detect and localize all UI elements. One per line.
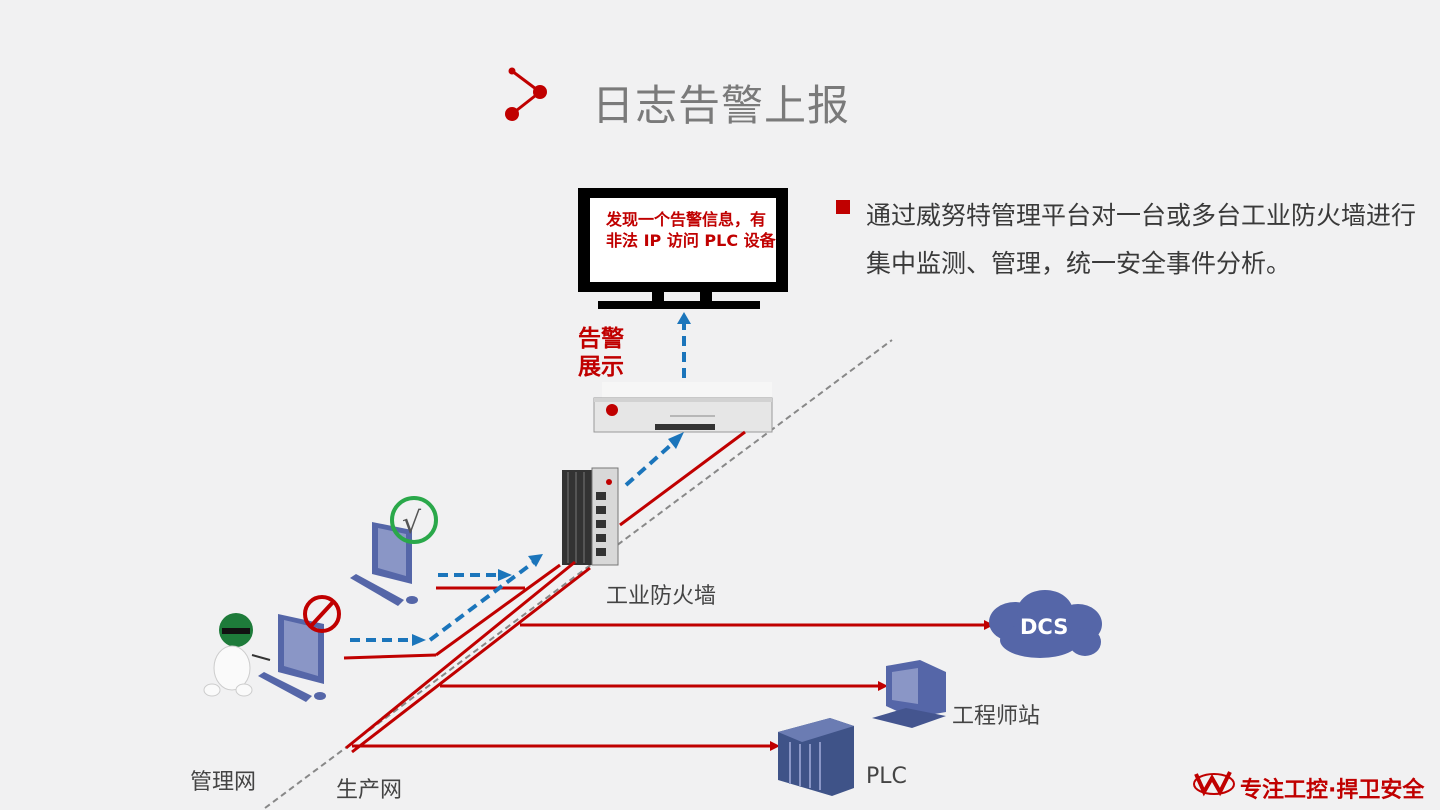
monitor-icon (578, 188, 788, 309)
plc-label: PLC (866, 764, 907, 789)
logo-icon (1193, 771, 1235, 797)
title-icon-wrap (500, 62, 560, 124)
bullet-marker (836, 200, 850, 214)
firewall-to-platform-arrow (624, 442, 674, 487)
attacker-link-1 (343, 653, 437, 660)
forbidden-icon (303, 595, 341, 633)
dcs-label: DCS (1020, 615, 1069, 639)
logo-text: 专注工控·捍卫安全 (1240, 778, 1425, 803)
production-net-label: 生产网 (336, 778, 403, 803)
monitor-alarm-message: 发现一个告警信息，有非法 IP 访问 PLC 设备 (606, 210, 776, 250)
attacker-arrow-2 (428, 560, 536, 642)
engineer-station-icon (872, 660, 946, 728)
upload-arrow-head (677, 312, 691, 324)
management-net-label: 管理网 (190, 770, 257, 795)
industrial-firewall-icon (562, 467, 619, 566)
attacker-link-2 (435, 563, 561, 657)
management-platform-device-icon (593, 382, 773, 433)
production-backbone-2 (351, 566, 591, 754)
platform-link (619, 430, 746, 527)
engineer-station-label: 工程师站 (952, 704, 1041, 729)
firewall-label: 工业防火墙 (606, 584, 717, 609)
production-backbone-1 (345, 560, 576, 750)
check-circle-icon: √ (390, 496, 438, 544)
page-title: 日志告警上报 (592, 81, 851, 130)
dcs-cloud-icon (989, 590, 1102, 658)
bullet-text: 通过威努特管理平台对一台或多台工业防火墙进行集中监测、管理，统一安全事件分析。 (866, 201, 1417, 278)
share-node-icon (505, 67, 547, 121)
attacker-pc-icon (258, 614, 326, 702)
plc-icon (778, 718, 854, 796)
alarm-display-label: 告警展示 (578, 326, 624, 380)
svg-text:√: √ (402, 506, 422, 541)
hacker-figure-icon (203, 613, 271, 697)
